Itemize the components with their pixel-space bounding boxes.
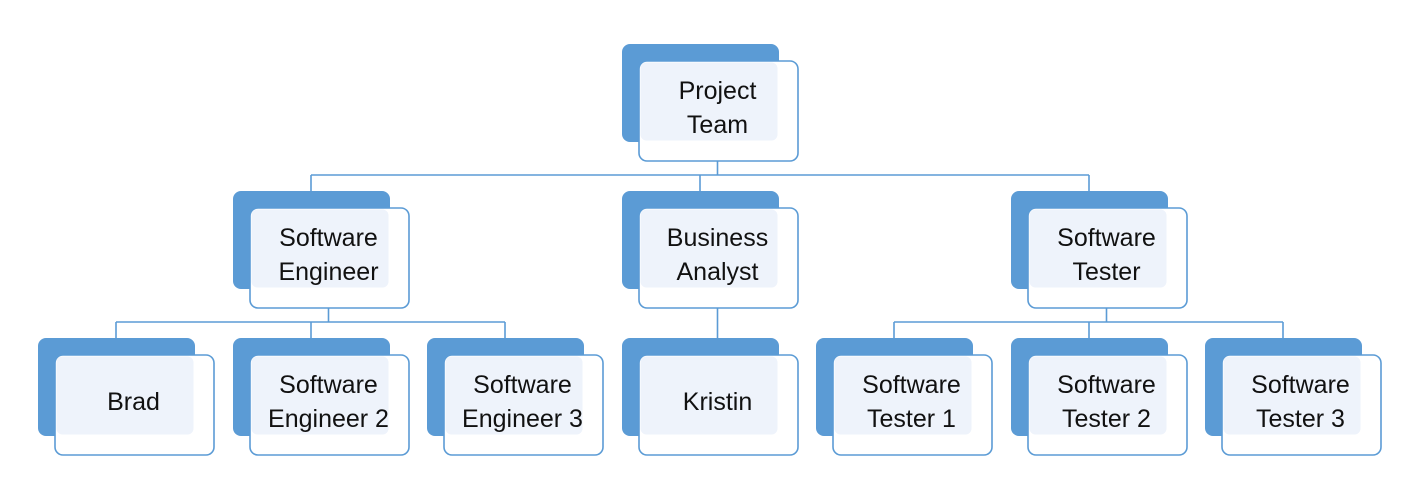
org-node-label-line: Tester 2 (1062, 405, 1151, 433)
org-chart-nodes: ProjectTeamSoftwareEngineerBradSoftwareE… (38, 44, 1382, 456)
org-node-inner-fill (56, 356, 194, 435)
org-node-inner-fill (445, 356, 583, 435)
org-node-label-line: Engineer 3 (462, 405, 583, 433)
org-node-label-line: Team (687, 111, 748, 139)
org-node-brad: Brad (38, 338, 215, 456)
org-node-label-line: Project (679, 77, 757, 105)
org-node-label-line: Brad (107, 388, 160, 416)
org-node-label-line: Software (473, 371, 572, 399)
org-node-inner-fill (640, 209, 778, 288)
org-node-label-line: Kristin (683, 388, 752, 416)
org-node-label-line: Tester (1072, 258, 1140, 286)
org-node-inner-fill (834, 356, 972, 435)
org-node-label-line: Software (279, 224, 378, 252)
org-node-label-line: Tester 3 (1256, 405, 1345, 433)
org-node-label-line: Software (1057, 371, 1156, 399)
org-chart-connectors (115, 161, 1284, 355)
org-node-label-line: Engineer 2 (268, 405, 389, 433)
org-node-kristin: Kristin (622, 338, 799, 456)
org-node-label-line: Software (279, 371, 378, 399)
org-node-inner-fill (1223, 356, 1361, 435)
org-node-label-line: Software (862, 371, 961, 399)
org-node-inner-fill (251, 209, 389, 288)
org-node-label-line: Analyst (677, 258, 759, 286)
org-node-inner-fill (640, 356, 778, 435)
org-node-label-line: Software (1251, 371, 1350, 399)
org-node-label-line: Software (1057, 224, 1156, 252)
org-node-inner-fill (1029, 356, 1167, 435)
org-node-inner-fill (640, 62, 778, 141)
org-node-label-line: Business (667, 224, 768, 252)
org-node-inner-fill (251, 356, 389, 435)
org-node-label-line: Engineer (278, 258, 378, 286)
org-node-label-line: Tester 1 (867, 405, 956, 433)
org-node-inner-fill (1029, 209, 1167, 288)
